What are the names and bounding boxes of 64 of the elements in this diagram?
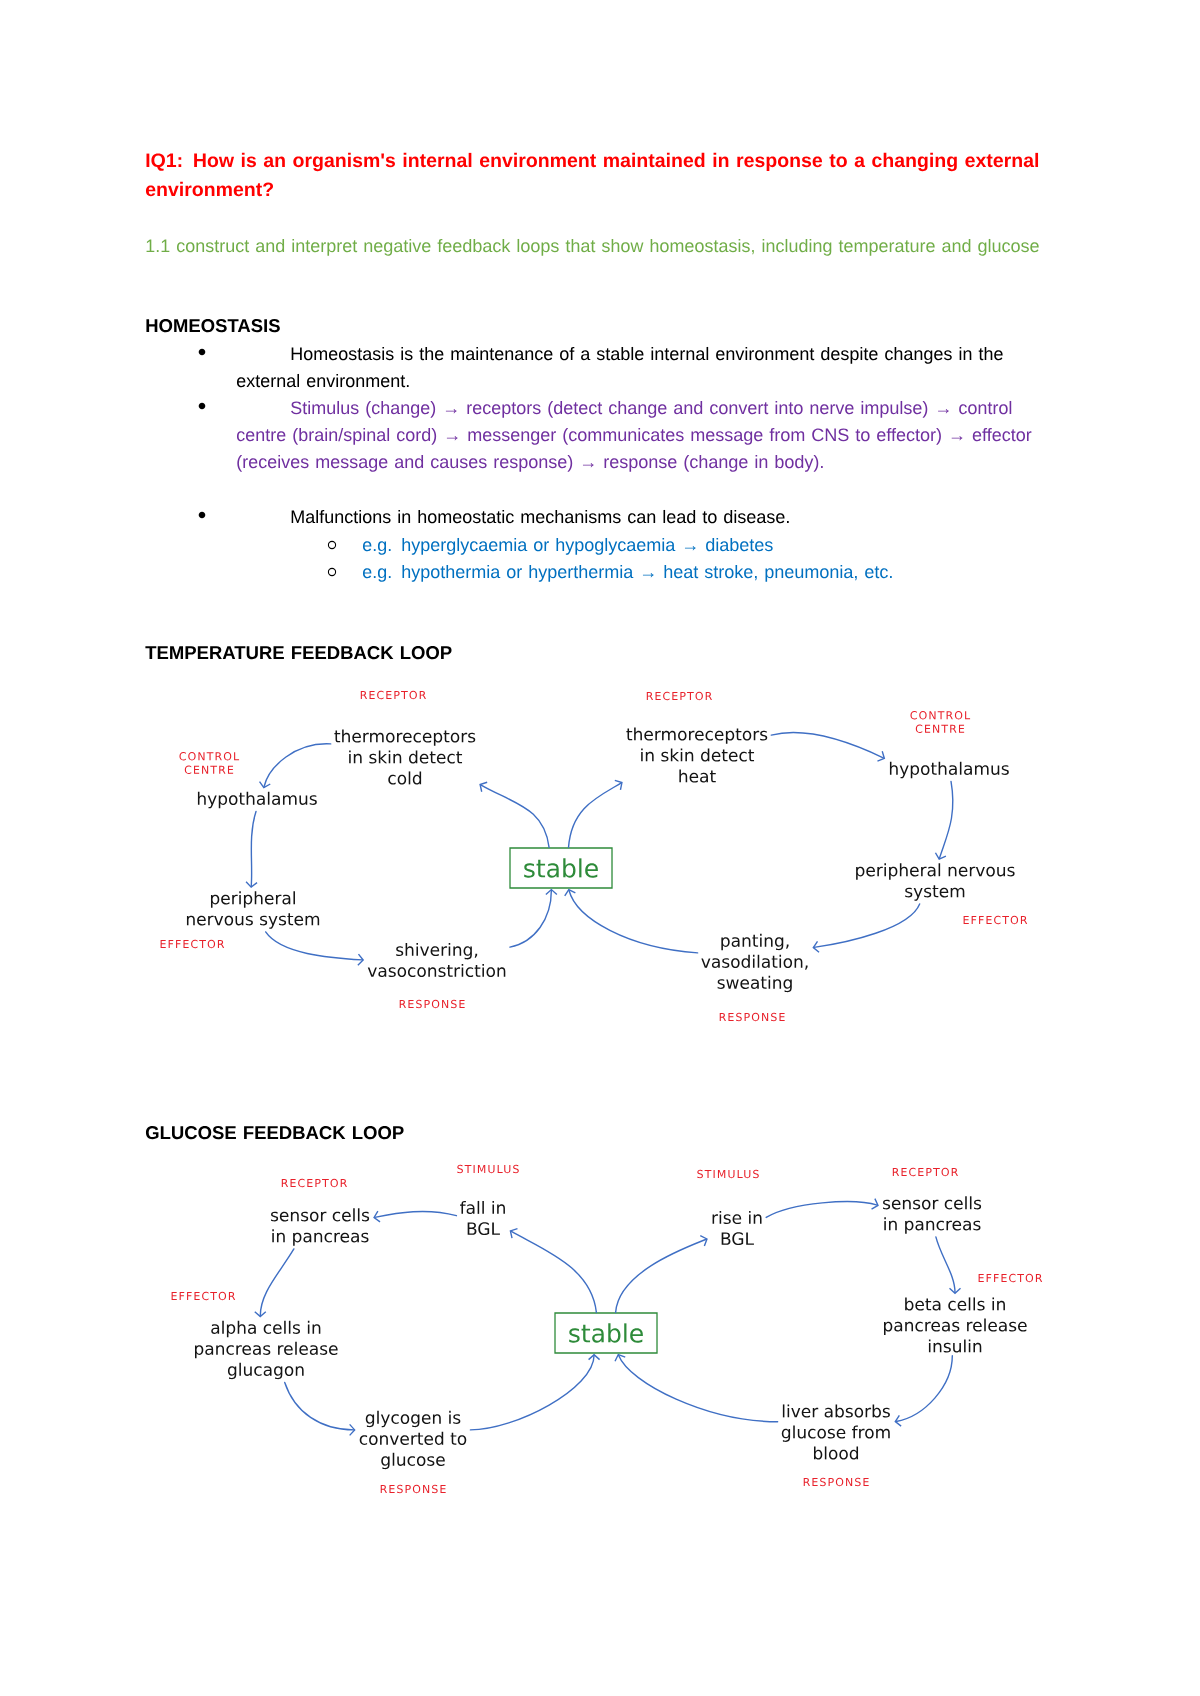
bullet-text: e.g. hypothermia or hyperthermia → heat stroke, pneumonia, etc. — [362, 564, 892, 582]
curved-arrow — [934, 780, 954, 861]
curved-arrow — [894, 1355, 954, 1427]
step-text: fall in BGL — [460, 1200, 505, 1236]
stage-tag: RESPONSE — [719, 1012, 785, 1022]
step-text: liver absorbs glucose from blood — [781, 1404, 890, 1460]
stage-tag: EFFECTOR — [160, 939, 225, 949]
stage-tag: EFFECTOR — [978, 1273, 1043, 1283]
step-text: sensor cells in pancreas — [271, 1208, 370, 1246]
step-text: panting, vasodilation, sweating — [701, 933, 808, 993]
curved-arrow — [765, 1197, 879, 1219]
bullet-text: Stimulus (change) → receptors (detect change and convert into nerve impulse) → control centre (brain/spinal cord) → messenger (communicates message from CNS to effector) → effector (receives message and causes response) → response (change in body). — [236, 400, 1032, 472]
step-text: thermoreceptors in skin detect heat — [626, 727, 768, 783]
stage-tag: RESPONSE — [399, 999, 465, 1009]
curved-arrow — [258, 743, 332, 789]
curved-arrow — [479, 781, 550, 849]
stage-tag: EFFECTOR — [963, 915, 1028, 925]
stage-tag: CONTROL CENTRE — [910, 711, 971, 733]
step-text: sensor cells in pancreas — [883, 1196, 982, 1234]
curved-arrow — [770, 731, 886, 762]
curved-arrow — [264, 931, 365, 966]
step-text: peripheral nervous system — [186, 891, 320, 929]
step-text: shivering, vasoconstriction — [367, 942, 506, 978]
stage-tag: RECEPTOR — [892, 1167, 958, 1177]
step-text: glycogen is converted to glucose — [359, 1410, 467, 1470]
bullet-text: Homeostasis is the maintenance of a stable internal environment despite changes in the external environment. — [236, 346, 1003, 388]
stable-box: stable — [554, 1312, 658, 1354]
curved-arrow — [373, 1210, 458, 1223]
curved-arrow — [469, 1353, 601, 1431]
stage-tag: RECEPTOR — [646, 691, 712, 701]
stage-tag: CONTROL CENTRE — [179, 752, 240, 774]
step-text: alpha cells in pancreas release glucagon — [195, 1320, 338, 1380]
step-text: beta cells in pancreas release insulin — [884, 1297, 1027, 1353]
curved-arrow — [284, 1381, 356, 1437]
curved-arrow — [509, 888, 558, 948]
step-text: rise in BGL — [712, 1210, 762, 1246]
curved-arrow — [812, 903, 921, 953]
bullet-text: e.g. hyperglycaemia or hypoglycaemia → diabetes — [362, 537, 773, 555]
step-text: hypothalamus — [889, 761, 1009, 779]
step-text: thermoreceptors in skin detect cold — [334, 729, 476, 785]
stage-tag: RECEPTOR — [360, 690, 426, 700]
step-text: peripheral nervous system — [856, 863, 1015, 901]
objective-text: 1.1 construct and interpret negative feedback loops that show homeostasis, including temperature and glucose — [146, 238, 1039, 256]
stage-tag: STIMULUS — [457, 1164, 519, 1174]
bullet-text: Malfunctions in homeostatic mechanisms can lead to disease. — [291, 509, 789, 524]
title: IQ1: How is an organism's internal environment maintained in response to a changing external environment? — [145, 152, 1039, 197]
step-text: hypothalamus — [197, 791, 317, 809]
stage-tag: RESPONSE — [380, 1484, 446, 1494]
section-heading: GLUCOSE FEEDBACK LOOP — [145, 1126, 404, 1140]
stage-tag: RECEPTOR — [281, 1178, 347, 1188]
curved-arrow — [254, 1248, 295, 1318]
stable-box: stable — [509, 847, 613, 889]
section-heading: TEMPERATURE FEEDBACK LOOP — [145, 646, 452, 660]
stage-tag: EFFECTOR — [171, 1291, 236, 1301]
stage-tag: STIMULUS — [697, 1169, 759, 1179]
curved-arrow — [614, 1353, 779, 1423]
curved-arrow — [509, 1227, 598, 1314]
stage-tag: RESPONSE — [803, 1477, 869, 1487]
curved-arrow — [614, 1235, 708, 1314]
curved-arrow — [567, 779, 623, 849]
curved-arrow — [935, 1236, 962, 1295]
section-heading: HOMEOSTASIS — [146, 319, 280, 333]
curved-arrow — [245, 810, 258, 889]
curved-arrow — [564, 888, 699, 954]
